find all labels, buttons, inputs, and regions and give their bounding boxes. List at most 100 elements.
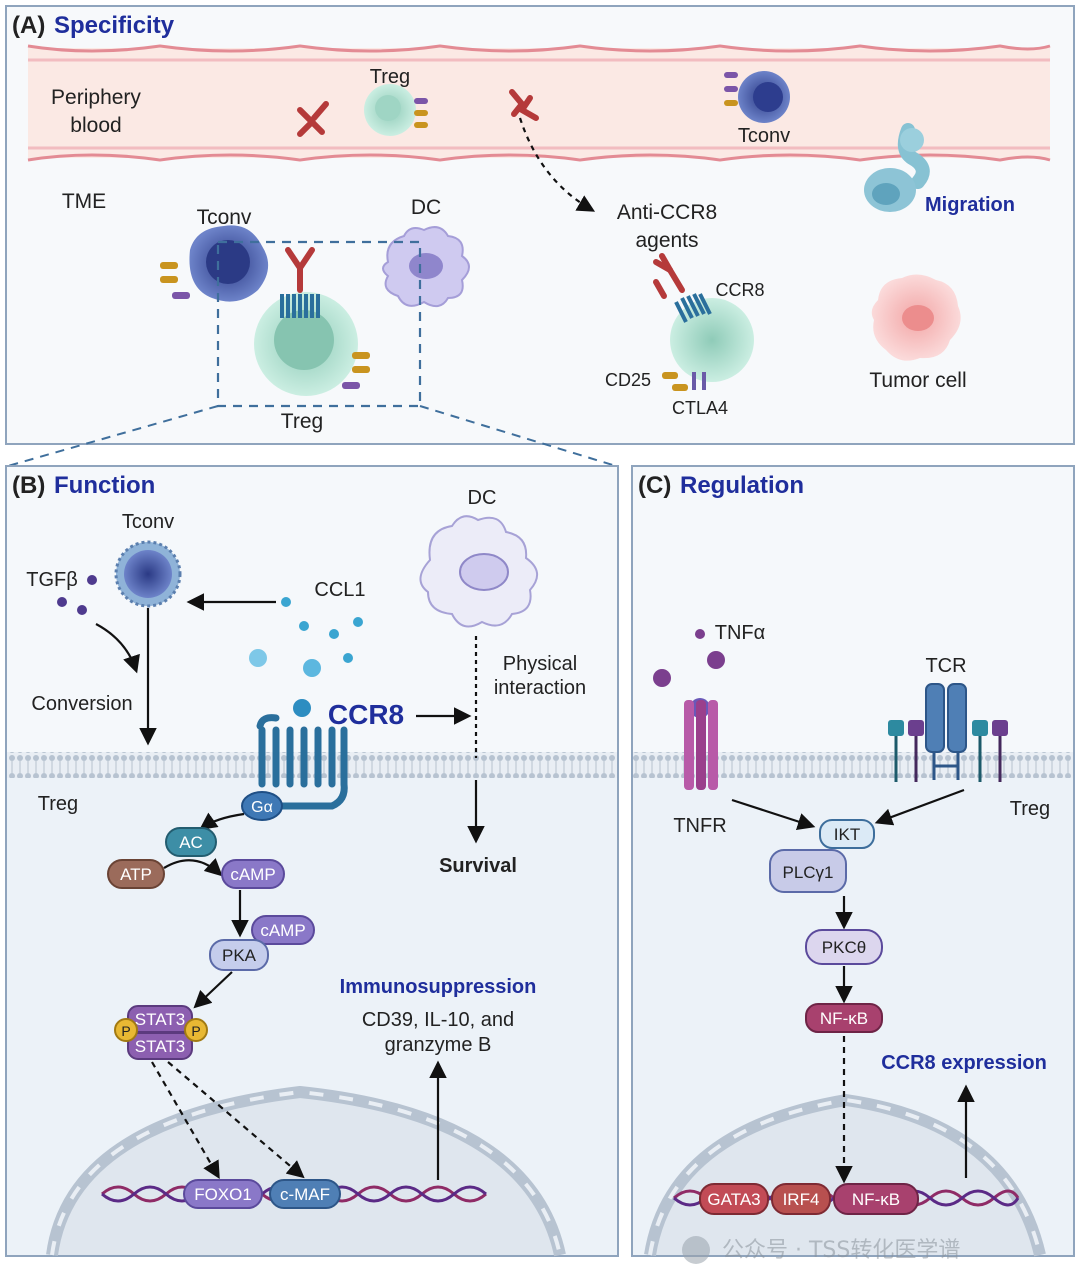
tumor-cell-label: Tumor cell [869, 369, 966, 392]
nfkb-dna-pill [833, 1183, 919, 1215]
irf4-pill [771, 1183, 831, 1215]
migration-label: Migration [925, 194, 1015, 216]
panel-a-title: Specificity [54, 12, 175, 39]
treg-cell-blood [364, 84, 428, 136]
tnfa-molecule [653, 669, 671, 687]
ac-pill [165, 827, 217, 857]
ccr8-receptor [256, 714, 348, 810]
stat3-label-bottom: STAT3 [135, 1037, 185, 1056]
antibody-icon [509, 89, 539, 121]
galpha-to-ac-arrow [199, 812, 245, 831]
periphery-label: Periphery [51, 86, 141, 109]
watermark: 公众号 · TSS转化医学谱 [682, 1236, 960, 1264]
survival-label: Survival [439, 855, 517, 877]
treg-tme-label: Treg [281, 410, 323, 433]
ccr8-b-label: CCR8 [328, 699, 404, 730]
pka-pill [209, 939, 269, 971]
migrating-cell [864, 123, 930, 212]
dc-cell-b [419, 515, 538, 628]
effectors-line1: CD39, IL-10, and [362, 1009, 514, 1031]
dc-b-label: DC [468, 487, 497, 509]
ac-label: AC [179, 833, 203, 852]
atp-to-camp-arrow [163, 857, 223, 877]
pka-to-stat3-arrow [193, 971, 233, 1009]
tgfb-molecule [87, 575, 97, 585]
nfkb-label: NF-κB [820, 1009, 868, 1028]
foxo1-pill [183, 1179, 263, 1209]
atp-pill [107, 859, 165, 889]
camp-pill-2 [251, 915, 315, 945]
treg-membrane-b [7, 752, 617, 778]
tnfr-receptor [684, 698, 718, 790]
gata3-pill [699, 1183, 769, 1215]
phospho-right [184, 1018, 208, 1042]
tcr-complex [888, 683, 1008, 782]
gata3-label: GATA3 [707, 1190, 760, 1209]
cmaf-label: c-MAF [280, 1185, 330, 1204]
conversion-label: Conversion [31, 693, 132, 715]
camp-label-2: cAMP [260, 921, 305, 940]
tconv-cell-tme [160, 225, 269, 302]
stat3-label-top: STAT3 [135, 1010, 185, 1029]
tcr-to-ikt-arrow [874, 788, 965, 826]
treg-cell-tme [254, 247, 370, 396]
panel-c-title: Regulation [680, 472, 804, 499]
nfkb-dna-label: NF-κB [852, 1190, 900, 1209]
atp-label: ATP [120, 865, 152, 884]
blood-vessel [27, 44, 1051, 162]
tconv-cell-b [114, 540, 182, 608]
stat3-pill-bottom [127, 1032, 193, 1060]
phospho-left-label: P [121, 1023, 130, 1039]
treg-c-label: Treg [1010, 798, 1050, 820]
camp-pill-1 [221, 859, 285, 889]
pkct-label: PKCθ [822, 938, 866, 957]
immunosuppression-label: Immunosuppression [340, 976, 537, 998]
g-alpha-label: Gα [251, 799, 273, 816]
anti-ccr8-label-line1: Anti-CCR8 [617, 201, 717, 224]
phospho-left [114, 1018, 138, 1042]
tnfa-molecule [695, 629, 705, 639]
treg-with-anti-ccr8 [653, 253, 754, 391]
physical-label-line2: interaction [494, 677, 586, 699]
effectors-line2: granzyme B [385, 1034, 492, 1056]
tnfr-label: TNFR [673, 815, 726, 837]
ikt-pill [819, 819, 875, 849]
tcr-label: TCR [925, 655, 966, 677]
tconv-tme-label: Tconv [197, 206, 252, 229]
panel-b-letter: (B) [12, 472, 45, 499]
irf4-label: IRF4 [783, 1190, 820, 1209]
stat3-to-cmaf-arrow [167, 1061, 305, 1179]
tgfb-curve-arrow [95, 623, 140, 674]
tconv-cell-blood [724, 71, 790, 123]
antibody-icon [297, 101, 329, 137]
nfkb-pill [805, 1003, 883, 1033]
zoom-line-right [419, 405, 617, 467]
physical-label-line1: Physical [503, 653, 577, 675]
foxo1-label: FOXO1 [194, 1185, 252, 1204]
dc-cell-tme [382, 226, 470, 308]
ikt-label: IKT [834, 825, 860, 844]
panel-b-title: Function [54, 472, 155, 499]
tnfr-to-ikt-arrow [731, 798, 816, 831]
tme-label: TME [62, 190, 106, 213]
cd25-label: CD25 [605, 370, 651, 390]
tgfb-molecule [77, 605, 87, 615]
watermark-text: 公众号 · TSS转化医学谱 [722, 1238, 960, 1263]
treg-blood-label: Treg [370, 66, 410, 88]
ccl1-label: CCL1 [314, 579, 365, 601]
pkct-pill [805, 929, 883, 965]
tconv-b-label: Tconv [122, 511, 174, 533]
phospho-right-label: P [191, 1023, 200, 1039]
plcg1-pill [769, 849, 847, 893]
tgfb-molecule [57, 597, 67, 607]
cmaf-pill [269, 1179, 341, 1209]
tgfb-label: TGFβ [26, 569, 78, 591]
ccr8-expression-label: CCR8 expression [881, 1052, 1047, 1074]
anti-ccr8-label-line2: agents [635, 229, 698, 252]
blood-label: blood [70, 114, 121, 137]
interaction-box [216, 240, 422, 408]
tumor-cell [871, 274, 961, 361]
antibody-to-agents-arrow [518, 117, 596, 212]
g-alpha-subunit [241, 791, 283, 821]
